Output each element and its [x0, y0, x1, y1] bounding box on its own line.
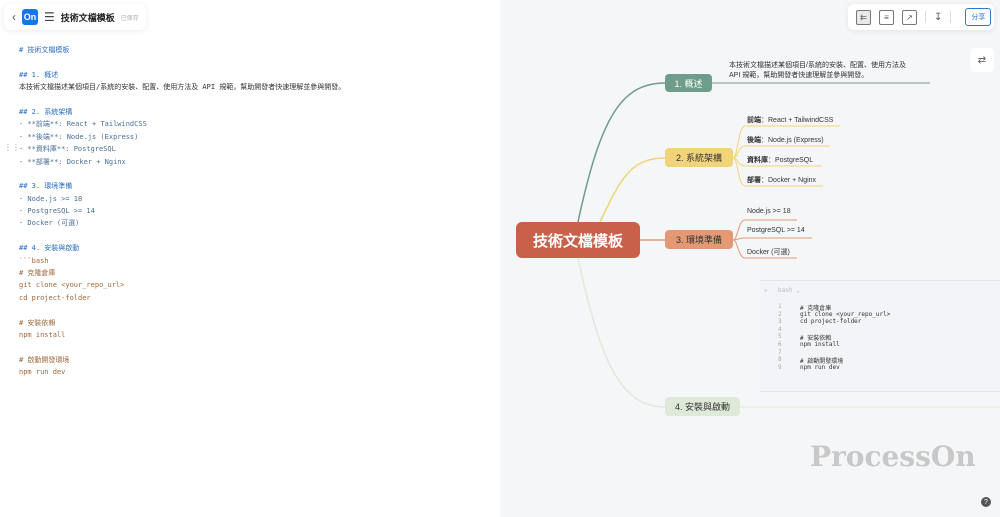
doc-title[interactable]: 技術文檔模板	[60, 12, 115, 23]
markdown-editor[interactable]: # 技術文檔模板 ## 1. 概述本技術文檔描述某個項目/系統的安裝、配置、使用方…	[19, 44, 345, 379]
line-number: 8	[778, 356, 782, 364]
env-item[interactable]: PostgreSQL >= 14	[747, 227, 805, 234]
branch-environment[interactable]: 3. 環境準備	[665, 230, 733, 249]
fullscreen-icon[interactable]: ↗	[902, 9, 917, 25]
mindmap-root-node[interactable]: 技術文檔模板	[516, 222, 640, 258]
overview-desc-line1[interactable]: 本技術文檔描述某個項目/系統的安裝、配置、使用方法及	[729, 62, 906, 69]
editor-line[interactable]: - Docker (可選)	[19, 219, 80, 228]
editor-line[interactable]: - PostgreSQL >= 14	[19, 207, 95, 216]
outline-view-icon[interactable]: ≡	[879, 9, 894, 25]
editor-line[interactable]: git clone <your_repo_url>	[19, 281, 125, 290]
arch-item[interactable]: 後端：Node.js (Express)	[747, 137, 824, 144]
arch-key: 部署	[747, 177, 761, 184]
editor-line[interactable]: ## 3. 環境準備	[19, 182, 73, 191]
line-number: 9	[778, 363, 782, 371]
arch-key: 後端	[747, 137, 761, 144]
arch-item[interactable]: 資料庫：PostgreSQL	[747, 157, 814, 164]
line-number: 3	[778, 318, 782, 326]
doc-header: ‹ On ☰ 技術文檔模板 已保存	[4, 4, 146, 30]
help-icon[interactable]: ?	[981, 497, 991, 507]
back-icon[interactable]: ‹	[12, 10, 16, 24]
branch-architecture[interactable]: 2. 系統架構	[665, 148, 733, 167]
view-toolbar: ⇇ ≡ ↗ ↧ 分享	[848, 4, 994, 30]
markdown-pane: ‹ On ☰ 技術文檔模板 已保存 ⋮⋮ # 技術文檔模板 ## 1. 概述本技術…	[4, 4, 346, 379]
code-language-select[interactable]: bash ⌄	[778, 287, 800, 294]
share-button[interactable]: 分享	[965, 8, 992, 26]
divider	[925, 11, 926, 23]
code-line: cd project-folder	[800, 318, 862, 326]
code-block[interactable]: ⌄ bash ⌄ 1 # 克隆倉庫 2 git clone <your_repo_ur…	[760, 280, 1000, 392]
line-number: 2	[778, 310, 782, 318]
editor-line[interactable]: npm install	[19, 330, 66, 339]
env-item[interactable]: Docker (可選)	[747, 249, 790, 256]
code-language: bash	[778, 287, 793, 294]
arch-value: Node.js (Express)	[768, 137, 824, 144]
line-number: 4	[778, 325, 782, 333]
mindmap-view-icon[interactable]: ⇇	[856, 9, 871, 25]
drag-handle-icon[interactable]: ⋮⋮	[4, 143, 20, 152]
arch-key: 資料庫	[747, 157, 768, 164]
arch-value: Docker + Nginx	[768, 177, 817, 184]
settings-sliders-icon[interactable]: ⇄	[970, 48, 994, 72]
editor-line[interactable]: # 克隆倉庫	[19, 269, 56, 278]
editor-line[interactable]: ## 4. 安裝與啟動	[19, 244, 80, 253]
download-icon[interactable]: ↧	[934, 11, 943, 23]
editor-line[interactable]: - **部署**: Docker + Nginx	[19, 157, 126, 166]
code-line: # 克隆倉庫	[800, 305, 832, 312]
editor-line[interactable]: ```bash	[19, 256, 49, 265]
arch-item[interactable]: 前端：React + TailwindCSS	[747, 117, 834, 124]
editor-line[interactable]: ## 2. 系統架構	[19, 107, 73, 116]
arch-value: PostgreSQL	[775, 157, 814, 164]
code-line: # 安裝依賴	[800, 335, 832, 343]
branch-overview[interactable]: 1. 概述	[665, 74, 712, 92]
editor-line[interactable]: - **前端**: React + TailwindCSS	[19, 120, 147, 129]
overview-desc-line2[interactable]: API 規範，幫助開發者快速理解並參與開發。	[729, 72, 869, 79]
env-item[interactable]: Node.js >= 18	[747, 208, 791, 215]
line-number: 5	[778, 333, 782, 341]
editor-line[interactable]: # 技術文檔模板	[19, 46, 70, 54]
editor-line[interactable]: # 安裝依賴	[19, 318, 56, 327]
editor-line[interactable]: ## 1. 概述	[19, 70, 59, 79]
processon-logo[interactable]: On	[22, 9, 38, 25]
arch-value: React + TailwindCSS	[768, 117, 834, 124]
menu-icon[interactable]: ☰	[44, 10, 55, 24]
editor-line[interactable]: cd project-folder	[19, 293, 91, 302]
saved-status: 已保存	[120, 15, 139, 22]
processon-watermark: ProcessOn	[810, 440, 976, 473]
editor-line[interactable]: 本技術文檔描述某個項目/系統的安裝、配置、使用方法及 API 規範，幫助開發者快…	[19, 83, 346, 92]
collapse-chevron-icon[interactable]: ⌄	[764, 286, 768, 293]
line-number: 7	[778, 348, 782, 356]
code-line: npm run dev	[800, 363, 840, 371]
divider	[950, 11, 952, 23]
line-number: 1	[778, 303, 782, 310]
editor-line[interactable]: npm run dev	[19, 368, 66, 377]
editor-line[interactable]: - **資料庫**: PostgreSQL	[19, 145, 116, 154]
arch-key: 前端	[747, 117, 761, 124]
code-line: git clone <your_repo_url>	[800, 310, 891, 318]
arch-item[interactable]: 部署：Docker + Nginx	[747, 177, 817, 184]
editor-line[interactable]: - Node.js >= 18	[19, 194, 83, 203]
editor-line[interactable]: - **後端**: Node.js (Express)	[19, 132, 139, 141]
editor-line[interactable]: # 啟動開發環境	[19, 355, 70, 364]
branch-install[interactable]: 4. 安裝與啟動	[665, 397, 740, 416]
line-number: 6	[778, 341, 782, 348]
code-line: # 啟動開發環境	[800, 358, 844, 366]
code-line: npm install	[800, 341, 840, 348]
